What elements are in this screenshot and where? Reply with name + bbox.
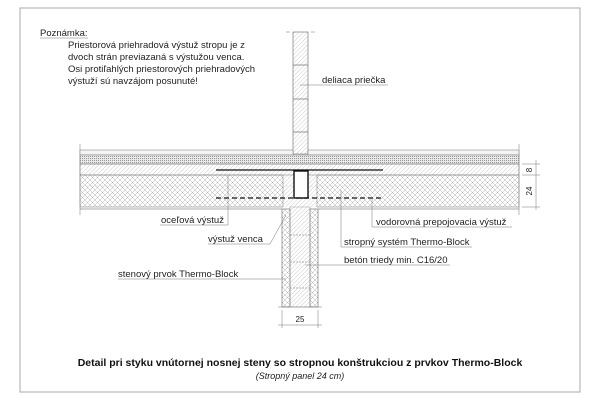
label-ceiling-system: stropný systém Thermo-Block bbox=[344, 237, 470, 248]
dimension-wall: 25 bbox=[296, 315, 305, 324]
label-partition: deliaca priečka bbox=[322, 75, 386, 86]
dimension-panel: 24 bbox=[525, 186, 534, 195]
drawing-title: Detail pri styku vnútornej nosnej steny … bbox=[78, 357, 523, 369]
label-steel-rebar: oceľová výstuž bbox=[161, 215, 224, 226]
label-horizontal-rebar: vodorovná prepojovacia výstuž bbox=[376, 217, 507, 228]
note-line: výstuží sú navzájom posunuté! bbox=[68, 76, 198, 87]
label-ring-beam-rebar: výstuž venca bbox=[208, 234, 264, 245]
note-block: Poznámka: Priestorová priehradová výstuž… bbox=[40, 28, 255, 87]
note-heading: Poznámka: bbox=[40, 28, 88, 39]
label-wall-element: stenový prvok Thermo-Block bbox=[118, 269, 238, 280]
drawing-subtitle: (Stropný panel 24 cm) bbox=[256, 371, 345, 381]
dimension-right: 8 24 bbox=[522, 160, 540, 210]
dimension-top-layer: 8 bbox=[525, 167, 534, 172]
partition-wall bbox=[286, 31, 315, 155]
note-line: dvoch strán previazaná s výstužou venca. bbox=[68, 52, 244, 63]
ring-beam-reinforcement bbox=[216, 169, 383, 199]
dimension-bottom: 25 bbox=[278, 310, 322, 328]
label-concrete: betón triedy min. C16/20 bbox=[344, 255, 448, 266]
load-bearing-wall bbox=[278, 206, 322, 308]
note-line: Osi protiľahlých priestorových priehrado… bbox=[68, 64, 255, 75]
labels: deliaca priečka oceľová výstuž výstuž ve… bbox=[118, 75, 512, 280]
note-line: Priestorová priehradová výstuž stropu je… bbox=[68, 40, 245, 51]
ceiling-slab bbox=[79, 144, 520, 215]
